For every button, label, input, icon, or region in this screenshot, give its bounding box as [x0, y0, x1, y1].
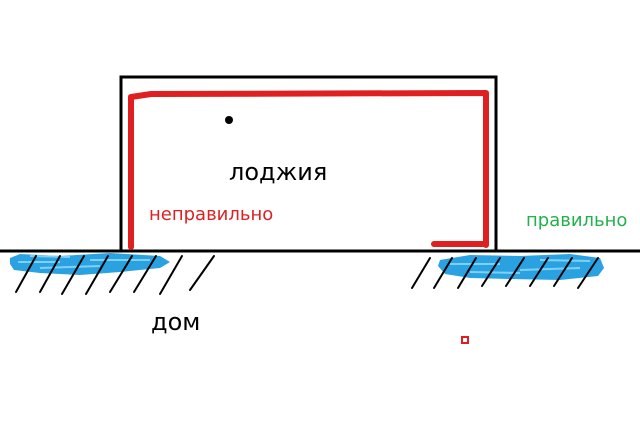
- loggia-outline: [119, 75, 498, 253]
- red-square-marker: [461, 336, 469, 344]
- right-label: правильно: [526, 210, 628, 231]
- wrong-label: неправильно: [149, 204, 274, 225]
- dot-mark: [225, 116, 233, 124]
- ground-hatch-right: [411, 257, 599, 289]
- ground-hatch-left: [15, 255, 215, 295]
- red-insulation-line: [128, 90, 489, 250]
- loggia-label: лоджия: [229, 158, 328, 186]
- ground-fill-right: [438, 254, 604, 280]
- house-label: дом: [151, 308, 201, 336]
